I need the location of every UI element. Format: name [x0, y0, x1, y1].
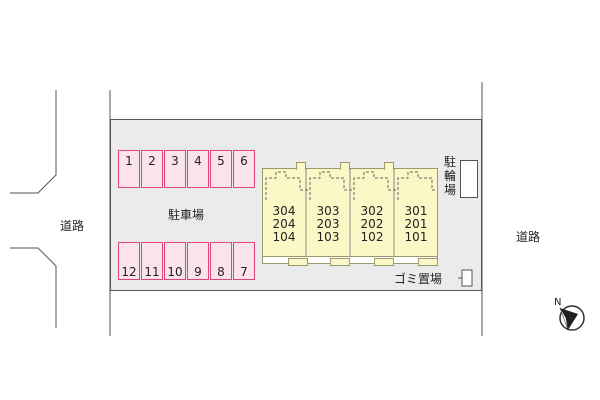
unit-number: 204 — [272, 217, 296, 231]
unit-column-4: 301 201 101 — [394, 205, 438, 244]
left-road-upper-edge — [10, 90, 57, 194]
unit-number: 201 — [404, 217, 428, 231]
parking-spot: 1 — [118, 150, 140, 188]
unit-number: 103 — [316, 230, 340, 244]
left-road-label: 道路 — [60, 219, 85, 233]
parking-spot: 12 — [118, 242, 140, 280]
bicycle-parking-label: 駐 輪 場 — [443, 155, 456, 197]
unit-number: 104 — [272, 230, 296, 244]
parking-spot: 5 — [210, 150, 232, 188]
parking-label: 駐車場 — [168, 208, 205, 222]
unit-number: 301 — [404, 204, 428, 218]
parking-spot: 9 — [187, 242, 209, 280]
parking-spot: 8 — [210, 242, 232, 280]
parking-spot: 6 — [233, 150, 255, 188]
unit-number: 101 — [404, 230, 428, 244]
unit-column-1: 304 204 104 — [262, 205, 306, 244]
unit-column-3: 302 202 102 — [350, 205, 394, 244]
unit-number: 302 — [360, 204, 384, 218]
unit-number: 304 — [272, 204, 296, 218]
left-road-lower-edge — [10, 247, 57, 328]
parking-spot: 11 — [141, 242, 163, 280]
unit-number: 203 — [316, 217, 340, 231]
compass-north-label: N — [554, 297, 562, 308]
parking-spot: 3 — [164, 150, 186, 188]
parking-spot: 7 — [233, 242, 255, 280]
trash-area-label: ゴミ置場 — [394, 272, 443, 286]
parking-spot: 10 — [164, 242, 186, 280]
parking-spot: 2 — [141, 150, 163, 188]
bicycle-rack — [460, 160, 478, 198]
parking-spot: 4 — [187, 150, 209, 188]
unit-number: 303 — [316, 204, 340, 218]
unit-number: 102 — [360, 230, 384, 244]
unit-column-2: 303 203 103 — [306, 205, 350, 244]
unit-number: 202 — [360, 217, 384, 231]
right-road-label: 道路 — [516, 230, 541, 244]
